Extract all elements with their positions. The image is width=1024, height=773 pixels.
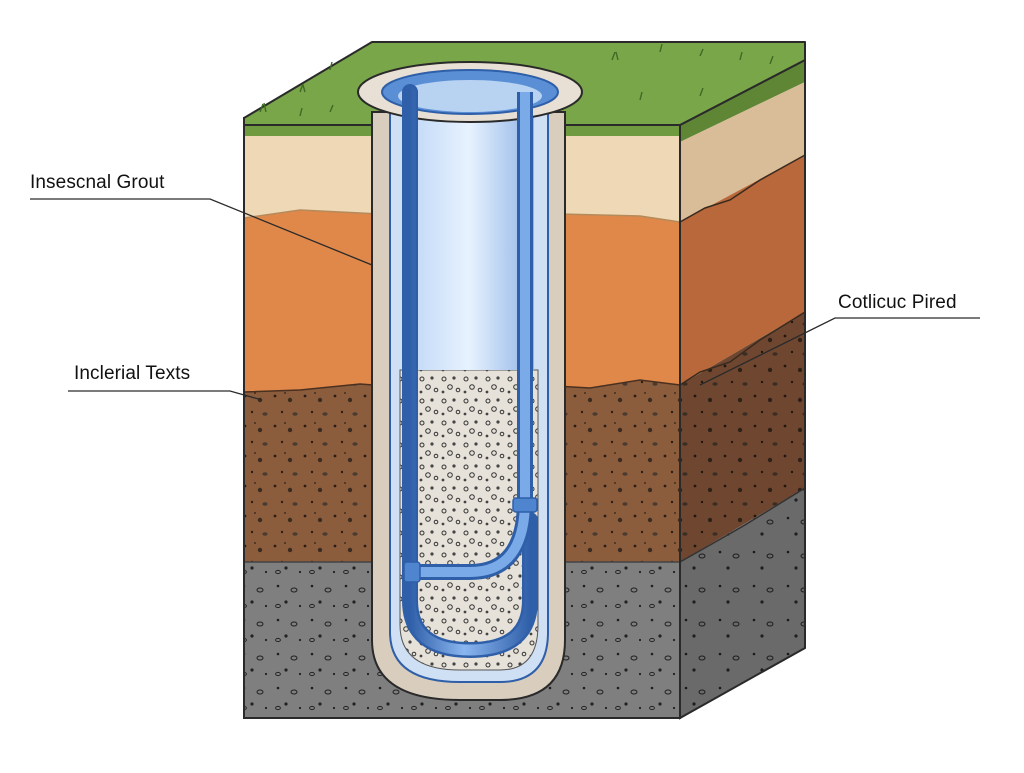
side-clay-layer xyxy=(680,155,805,385)
leader-right xyxy=(699,317,980,386)
side-soil-layer xyxy=(680,312,805,562)
side-topsoil-layer xyxy=(680,60,805,142)
side-bedrock-layer xyxy=(680,488,805,718)
block-side-face xyxy=(679,58,806,720)
leader-lines xyxy=(30,198,980,401)
gravel-pack-fill xyxy=(399,369,539,671)
label-right: Cotlicuc Pired xyxy=(838,292,957,313)
side-sand-layer xyxy=(680,82,805,222)
label-top-left: Insescnal Grout xyxy=(30,172,165,193)
u-loop-tube xyxy=(404,86,536,656)
pipe-coupling xyxy=(512,497,538,513)
pipe-interior xyxy=(404,100,534,370)
label-mid-left: Inclerial Texts xyxy=(74,363,191,384)
borehole xyxy=(357,61,583,701)
leader-mid-left xyxy=(68,390,263,401)
leader-top-left xyxy=(30,198,373,266)
